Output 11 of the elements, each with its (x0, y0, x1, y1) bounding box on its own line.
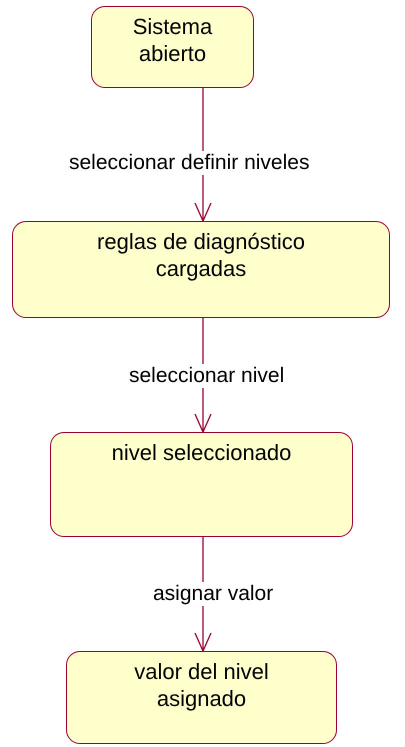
state-name: reglas de diagnóstico cargadas (96, 228, 306, 282)
state-box (50, 432, 353, 537)
state-name: valor del nivel asignado (133, 658, 270, 712)
state-name: nivel seleccionado (112, 439, 292, 466)
edge-label: seleccionar nivel (128, 364, 286, 388)
edge-label: asignar valor (152, 582, 274, 606)
edge-label: seleccionar definir niveles (68, 151, 310, 175)
state-name: Sistema abierto (132, 13, 214, 67)
state-box (66, 651, 337, 744)
state-box (91, 6, 254, 88)
state-box (12, 221, 390, 318)
